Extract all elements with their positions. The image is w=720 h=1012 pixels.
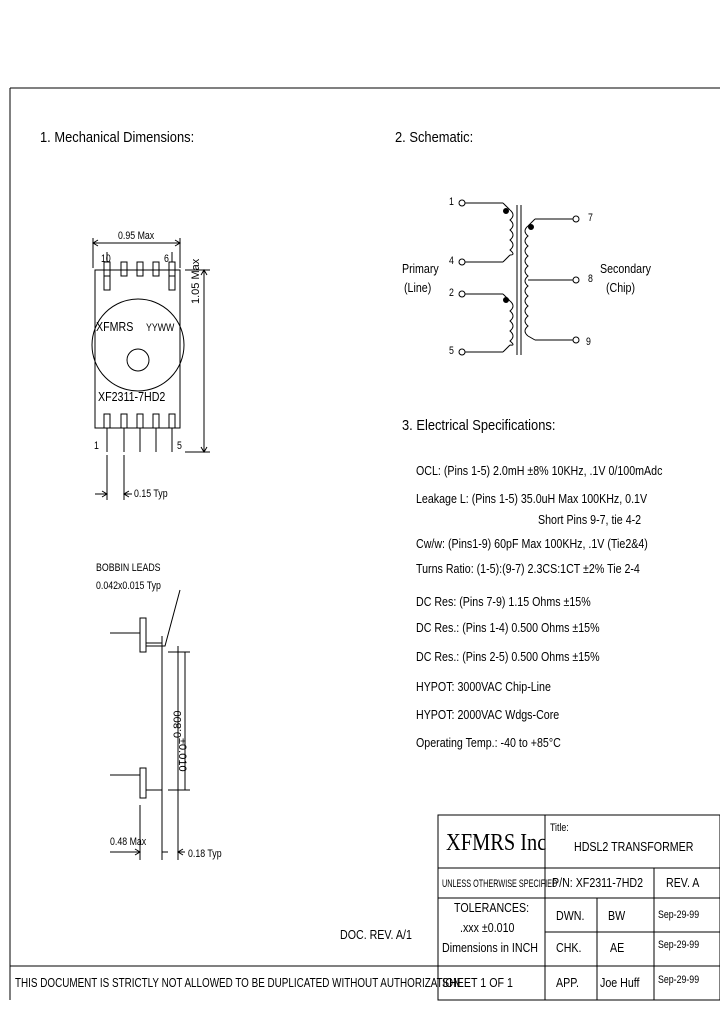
spec-dc-res-1-4: DC Res.: (Pins 1-4) 0.500 Ohms ±15% [416,620,600,635]
chk-name: AE [610,940,625,955]
spec-ocl: OCL: (Pins 1-5) 2.0mH ±8% 10KHz, .1V 0/1… [416,463,663,478]
schematic-pin-7: 7 [588,212,593,224]
spec-operating-temp: Operating Temp.: -40 to +85°C [416,735,561,750]
lead-width-dimension: 0.48 Max [110,836,147,848]
spec-hypot-1: HYPOT: 3000VAC Chip-Line [416,679,551,694]
dwn-name: BW [608,908,626,923]
bobbin-leads-title: BOBBIN LEADS [96,562,161,574]
schematic-heading: 2. Schematic: [395,129,474,146]
schematic-pin-5: 5 [449,345,454,357]
transformer-schematic [458,199,580,356]
app-date: Sep-29-99 [658,974,700,986]
pin-5-label: 5 [177,440,182,452]
bobbin-lead-detail [110,589,190,860]
part-number: P/N: XF2311-7HD2 [552,875,644,890]
footer-notice: THIS DOCUMENT IS STRICTLY NOT ALLOWED TO… [15,975,461,990]
dwn-date: Sep-29-99 [658,909,700,921]
pin-1-label: 1 [94,440,99,452]
mechanical-heading: 1. Mechanical Dimensions: [40,129,195,146]
chk-label: CHK. [556,940,582,955]
spec-hypot-2: HYPOT: 2000VAC Wdgs-Core [416,707,560,722]
lead-tolerance: ±0.010 [176,738,188,772]
spec-dc-res-7-9: DC Res: (Pins 7-9) 1.15 Ohms ±15% [416,594,591,609]
pitch-dimension: 0.15 Typ [134,488,168,500]
tolerance-value: .xxx ±0.010 [460,920,515,935]
pin-6-label: 6 [164,253,169,265]
schematic-pin-9: 9 [586,336,591,348]
tolerances-label: TOLERANCES: [454,900,530,915]
secondary-label: Secondary [600,261,651,276]
primary-sublabel: (Line) [404,280,432,295]
company-name: XFMRS Inc [446,830,547,856]
revision: REV. A [666,875,700,890]
pin-10-label: 10 [101,253,111,265]
electrical-heading: 3. Electrical Specifications: [402,417,556,434]
lead-height-dimension: 0.800 [172,710,184,738]
brand-marking: XFMRS [96,319,134,334]
spec-dc-res-2-5: DC Res.: (Pins 2-5) 0.500 Ohms ±15% [416,649,600,664]
schematic-pin-8: 8 [588,273,593,285]
drawing-title: HDSL2 TRANSFORMER [574,839,694,854]
app-label: APP. [556,975,579,990]
width-dimension: 0.95 Max [118,230,155,242]
part-marking: XF2311-7HD2 [98,389,166,404]
title-label: Title: [550,822,569,834]
chk-date: Sep-29-99 [658,939,700,951]
units-note: Dimensions in INCH [442,940,538,955]
spec-leakage: Leakage L: (Pins 1-5) 35.0uH Max 100KHz,… [416,491,648,506]
primary-label: Primary [402,261,439,276]
bobbin-leads-size: 0.042x0.015 Typ [96,580,161,592]
schematic-pin-1: 1 [449,196,454,208]
secondary-sublabel: (Chip) [606,280,636,295]
dimension-lines [92,238,210,500]
sheet-number: SHEET 1 OF 1 [442,975,513,990]
tolerance-note: UNLESS OTHERWISE SPECIFIED [442,878,558,890]
height-dimension: 1.05 Max [190,258,202,304]
spec-turns-ratio: Turns Ratio: (1-5):(9-7) 2.3CS:1CT ±2% T… [416,561,640,576]
title-block-grid [437,814,720,1001]
schematic-pin-2: 2 [449,287,454,299]
app-name: Joe Huff [600,975,640,990]
dwn-label: DWN. [556,908,585,923]
lead-thickness-dimension: 0.18 Typ [188,848,222,860]
datecode-marking: YYWW [146,322,175,334]
schematic-pin-4: 4 [449,255,454,267]
doc-revision: DOC. REV. A/1 [340,927,412,942]
component-outline [91,252,185,452]
spec-cww: Cw/w: (Pins1-9) 60pF Max 100KHz, .1V (Ti… [416,536,648,551]
spec-leakage-cond: Short Pins 9-7, tie 4-2 [538,512,642,527]
